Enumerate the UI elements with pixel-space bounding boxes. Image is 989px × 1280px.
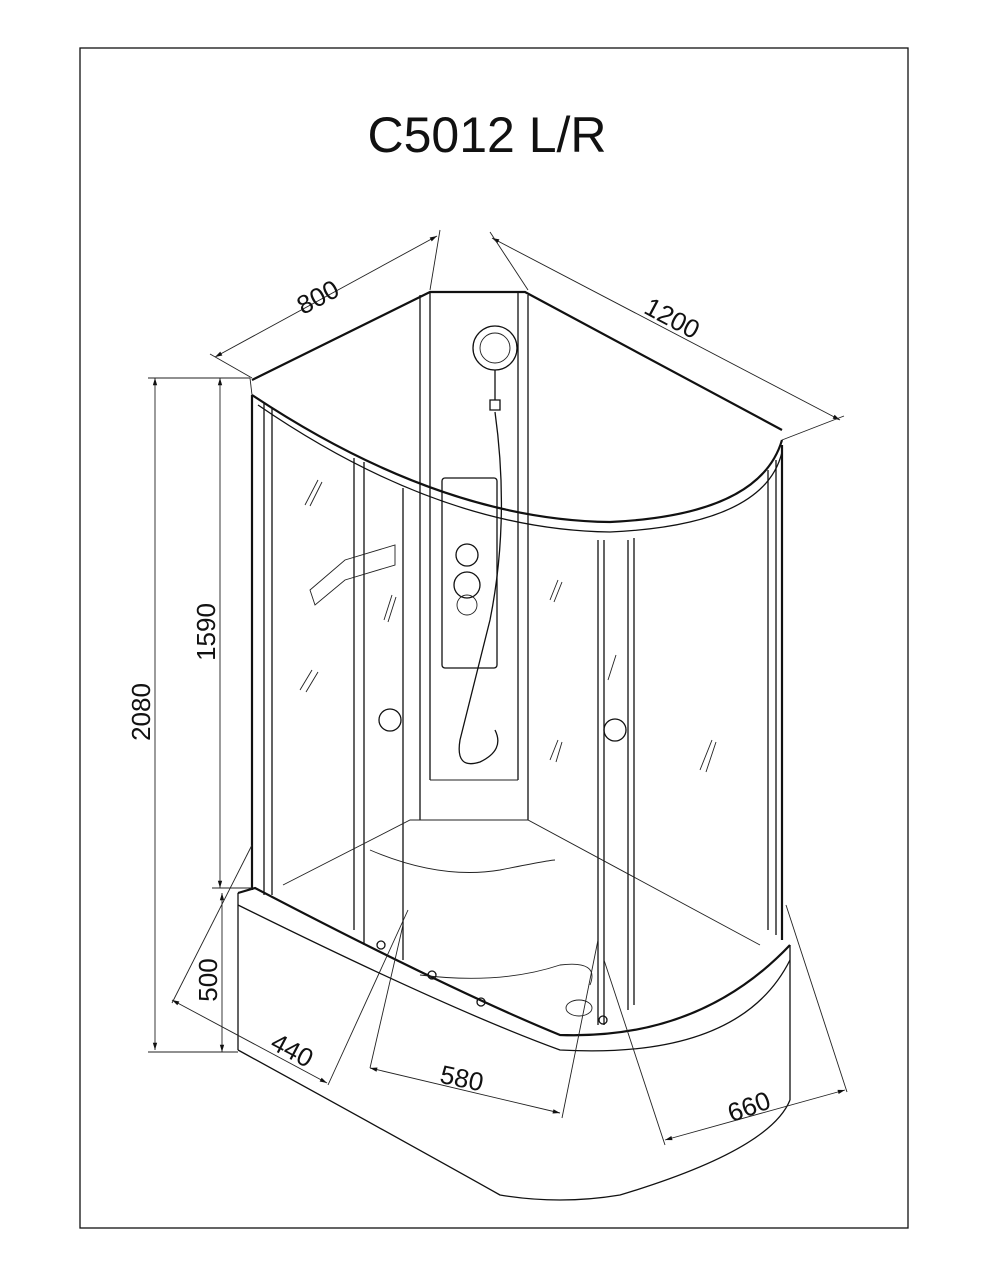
shower-tray bbox=[237, 819, 791, 1201]
dim-tray-height-label: 500 bbox=[193, 958, 223, 1001]
dim-width-label: 1200 bbox=[640, 291, 705, 345]
dim-total-height-label: 2080 bbox=[126, 683, 156, 741]
dim-440-label: 440 bbox=[266, 1027, 318, 1074]
control-knob-icon bbox=[453, 571, 481, 599]
door-handle-icon bbox=[378, 708, 402, 732]
cabin-top bbox=[249, 290, 784, 533]
dim-glass-height-label: 1590 bbox=[191, 603, 221, 661]
dim-660-label: 660 bbox=[723, 1085, 774, 1128]
dim-580-label: 580 bbox=[438, 1059, 487, 1097]
drawing-border bbox=[79, 47, 909, 1229]
control-knob-icon bbox=[455, 543, 479, 567]
back-panel bbox=[419, 292, 529, 820]
dimension-lines bbox=[148, 229, 848, 1146]
drawing-title: C5012 L/R bbox=[367, 107, 606, 163]
door-handle-icon bbox=[603, 718, 627, 742]
glass-walls bbox=[250, 395, 784, 1025]
dim-depth-label: 800 bbox=[292, 274, 344, 321]
